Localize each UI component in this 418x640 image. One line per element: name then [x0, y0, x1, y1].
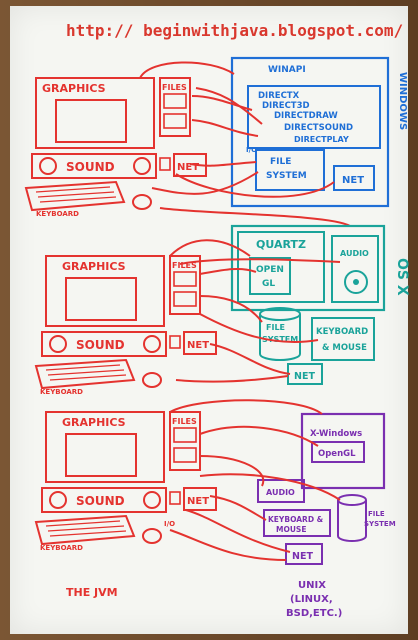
sound-label: SOUND — [76, 338, 125, 352]
opengl-label-2: GL — [262, 279, 275, 289]
jvm-computer-osx: GRAPHICS FILES SOUND NET KEYBOARD — [35, 255, 217, 396]
unix-net-label: NET — [292, 551, 313, 562]
unix-side-label-2: (LINUX, — [290, 594, 333, 605]
unix-system-label: SYSTEM — [364, 520, 396, 528]
osx-file-label: FILE — [266, 323, 285, 332]
unix-file-label: FILE — [368, 510, 385, 518]
osx-system-label: SYSTEM — [262, 335, 298, 344]
net-label: NET — [187, 496, 209, 507]
jvm-label: THE JVM — [66, 586, 118, 599]
windows-os: WINAPI DIRECTX DIRECT3D DIRECTDRAW DIREC… — [230, 56, 408, 208]
windows-side-label: WINDOWS — [397, 72, 408, 130]
xwindows-label: X-Windows — [310, 429, 362, 439]
osx-side-label: OS X — [394, 258, 410, 296]
windows-connections — [139, 61, 351, 227]
win-io-label: I/O — [246, 146, 257, 154]
unix-mouse-label: MOUSE — [276, 525, 306, 534]
unix-side-label-3: BSD,ETC.) — [286, 608, 342, 619]
sound-label: SOUND — [66, 160, 115, 174]
jvm-computer-unix: GRAPHICS FILES SOUND NET KEYBOARD I/O — [35, 411, 217, 552]
net-label: NET — [177, 162, 199, 173]
speaker-center-icon — [353, 279, 359, 285]
net-label: NET — [187, 340, 209, 351]
unix-keyboard-label: KEYBOARD & — [268, 515, 324, 524]
directsound-label: DIRECTSOUND — [284, 123, 353, 133]
unix-audio-label: AUDIO — [266, 488, 295, 497]
graphics-label: GRAPHICS — [42, 82, 106, 95]
directx-label: DIRECTX — [258, 91, 300, 101]
unix-os: X-Windows OpenGL AUDIO KEYBOARD & MOUSE … — [257, 412, 396, 619]
winapi-label: WINAPI — [268, 65, 306, 75]
osx-net-label: NET — [294, 371, 315, 382]
graphics-label: GRAPHICS — [62, 416, 126, 429]
osx-mouse-label: & MOUSE — [322, 343, 367, 353]
unix-opengl-label: OpenGL — [318, 449, 356, 459]
files-label: FILES — [172, 417, 197, 426]
sound-label: SOUND — [76, 494, 125, 508]
osx-connections — [169, 239, 341, 383]
osx-os: QUARTZ OPEN GL AUDIO FILE SYSTEM KEYBOAR… — [230, 224, 410, 385]
unix-connections — [169, 399, 341, 561]
opengl-label-1: OPEN — [256, 265, 284, 275]
keyboard-label: KEYBOARD — [40, 388, 83, 396]
win-file-label: FILE — [270, 157, 291, 167]
direct3d-label: DIRECT3D — [262, 101, 310, 111]
files-label: FILES — [172, 261, 197, 270]
keyboard-label: KEYBOARD — [36, 210, 79, 218]
jvm-computer-windows: GRAPHICS FILES SOUND NET KEYBOARD — [25, 77, 207, 218]
io-label: I/O — [164, 520, 175, 528]
directdraw-label: DIRECTDRAW — [274, 111, 338, 121]
graphics-label: GRAPHICS — [62, 260, 126, 273]
win-net-label: NET — [342, 175, 364, 186]
files-label: FILES — [162, 83, 187, 92]
win-system-label: SYSTEM — [266, 171, 307, 181]
keyboard-label: KEYBOARD — [40, 544, 83, 552]
osx-keyboard-label: KEYBOARD — [316, 327, 368, 337]
url-header: http:// beginwithjava.blogspot.com/ — [66, 21, 403, 40]
osx-audio-label: AUDIO — [340, 249, 369, 258]
unix-side-label-1: UNIX — [298, 580, 326, 591]
quartz-label: QUARTZ — [256, 238, 306, 251]
speaker-icon — [344, 270, 368, 294]
directplay-label: DIRECTPLAY — [294, 135, 349, 144]
